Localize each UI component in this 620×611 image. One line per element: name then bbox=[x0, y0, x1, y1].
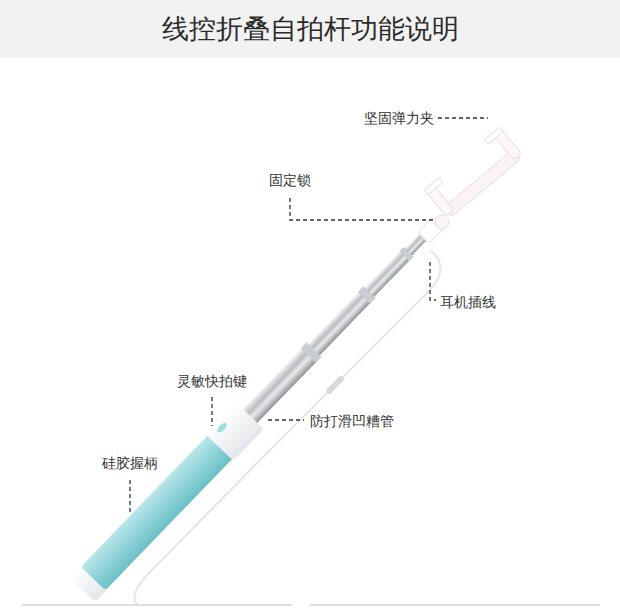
part-label: 耳机插线 bbox=[440, 294, 496, 311]
phone-clamp bbox=[418, 127, 524, 243]
stick-body bbox=[68, 221, 438, 603]
part-label: 坚固弹力夹 bbox=[364, 110, 434, 127]
footer-rule bbox=[22, 604, 292, 606]
header-band bbox=[0, 0, 620, 58]
part-label: 灵敏快拍键 bbox=[177, 373, 247, 390]
part-label: 防打滑凹糟管 bbox=[310, 413, 394, 430]
earphone-cable bbox=[134, 250, 440, 606]
leader-lines bbox=[130, 118, 488, 512]
part-label: 硅胶握柄 bbox=[102, 455, 158, 472]
diagram-title: 线控折叠自拍杆功能说明 bbox=[162, 13, 459, 45]
cable-plug bbox=[325, 375, 345, 395]
footer-rule bbox=[310, 604, 600, 606]
part-label: 固定锁 bbox=[269, 172, 311, 189]
